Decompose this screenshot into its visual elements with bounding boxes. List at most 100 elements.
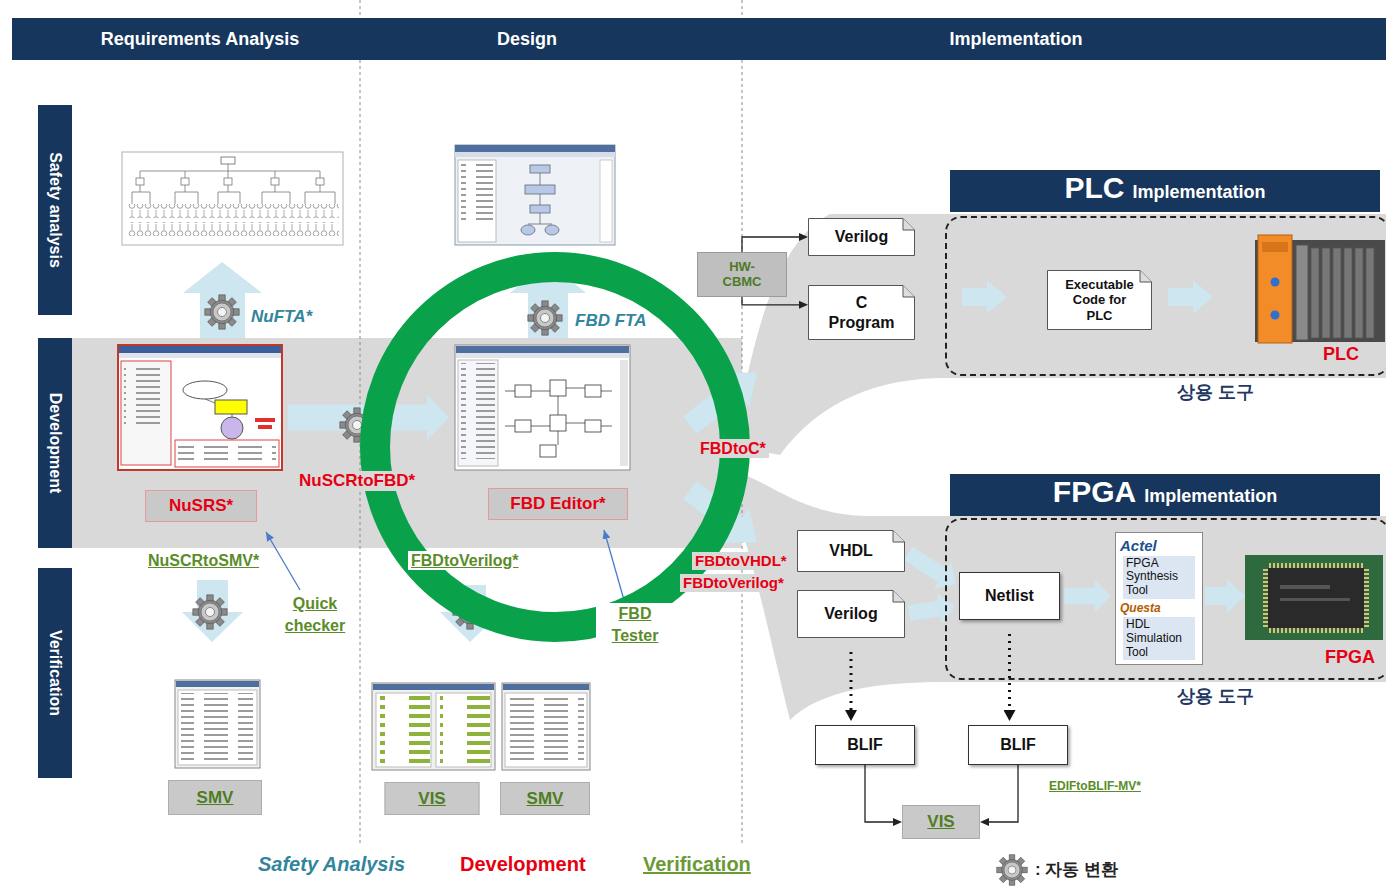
block-arrow <box>908 553 942 575</box>
implementation-header: PLC Implementation <box>950 170 1380 212</box>
document-body <box>809 219 915 256</box>
checker-box: HW-CBMC <box>697 252 787 297</box>
tool-label: Quick checker <box>274 593 356 638</box>
artifact-name: BLIF <box>1000 736 1036 754</box>
flow-arrow <box>742 237 799 252</box>
document-shape: VHDL <box>797 530 905 572</box>
implementation-title: Implementation <box>1132 182 1265 203</box>
gear-icon-shape <box>997 855 1027 885</box>
implementation-title: FPGA <box>1053 475 1136 509</box>
tool-label: NuSCRtoFBD* <box>296 471 418 491</box>
tool-label: FBDtoVHDL* <box>692 552 790 570</box>
dotted-arrow <box>850 652 853 710</box>
implementation-header: FPGA Implementation <box>950 474 1380 516</box>
verifier-box: VIS <box>902 805 980 839</box>
fpga-chip-photo <box>1245 555 1383 640</box>
process-box: BLIF <box>968 725 1068 765</box>
highlight-ring <box>375 267 735 627</box>
region-caption: 상용 도구 <box>1177 684 1254 708</box>
tool-label: PLC <box>1320 344 1362 366</box>
block-arrow <box>909 609 939 614</box>
legend-entry: Development <box>460 853 586 876</box>
document-fold <box>903 286 915 298</box>
phase-title: Requirements Analysis <box>101 29 299 50</box>
tool-label: FBDtoVerilog* <box>408 551 522 570</box>
phase-title: Design <box>497 29 557 50</box>
process-box: Netlist <box>959 572 1060 620</box>
row-title: Verification <box>46 630 64 716</box>
plc-hardware-photo <box>1255 235 1385 343</box>
artifact-name: Verilog <box>824 604 877 623</box>
tool-name: Actel <box>1120 537 1157 554</box>
flow-arrow <box>742 297 799 305</box>
tool-name: SMV <box>500 782 590 815</box>
block-arrow <box>1064 588 1095 604</box>
smv-screenshot <box>175 680 260 768</box>
artifact-name: Netlist <box>985 587 1034 605</box>
gear-icon <box>996 854 1028 886</box>
tool-label: FBD Tester <box>596 603 674 648</box>
artifact-name: BLIF <box>847 736 883 754</box>
tool-label: NuFTA* <box>248 307 315 327</box>
tool-label: FBDtoVerilog* <box>680 574 787 592</box>
document-fold <box>1140 271 1152 283</box>
lifecycle-row-tab: Safety analysis <box>38 105 72 315</box>
tool-name: VIS <box>385 782 480 815</box>
document-fold <box>893 591 905 603</box>
flow-arrow <box>989 765 1018 822</box>
phase-title: Implementation <box>949 29 1082 50</box>
commercial-tool-region: Executable Code for PLC상용 도구 <box>945 216 1386 376</box>
tool-label: EDIFtoBLIF-MV* <box>1046 779 1144 793</box>
implementation-title: Implementation <box>1144 486 1277 507</box>
lifecycle-row-tab: Development <box>38 338 72 548</box>
tool-name: FBD Editor* <box>488 488 628 520</box>
document-body <box>1048 271 1152 330</box>
legend-entry: : 자동 변환 <box>1035 858 1118 881</box>
fault-tree-screenshot <box>122 152 343 245</box>
region-caption: 상용 도구 <box>1177 380 1254 404</box>
document-fold <box>893 531 905 543</box>
tool-panel: VIS <box>372 683 495 815</box>
nusrs-screenshot <box>118 345 282 470</box>
row-title: Safety analysis <box>46 152 64 268</box>
tool-panel: NuSRS* <box>118 345 282 522</box>
tool-name: Questa <box>1120 601 1161 615</box>
document-body <box>809 286 915 340</box>
vis-screenshot <box>372 683 495 770</box>
transform-arrow <box>182 262 1245 642</box>
fbd-fta-screenshot <box>455 145 615 245</box>
document-shape: Executable Code for PLC <box>1047 270 1152 330</box>
document-shape: Verilog <box>808 218 915 256</box>
tool-name: SMV <box>168 780 262 815</box>
document-body <box>798 591 905 638</box>
document-shape: Verilog <box>797 590 905 638</box>
document-shape: C Program <box>808 285 915 340</box>
smv-screenshot <box>502 683 590 770</box>
tool-label: NuSCRtoSMV* <box>145 551 262 570</box>
tool-label: FPGA <box>1322 647 1378 669</box>
document-fold <box>903 219 915 231</box>
implementation-title: PLC <box>1064 171 1124 205</box>
process-box: BLIF <box>815 725 915 765</box>
commercial-tool-region: NetlistActelFPGA Synthesis ToolQuestaHDL… <box>945 518 1386 680</box>
fpga-flow-ground <box>730 470 1386 720</box>
tool-stack-box: ActelFPGA Synthesis ToolQuestaHDL Simula… <box>1115 532 1203 666</box>
flow-arrow <box>865 765 893 822</box>
artifact-name: Verilog <box>835 227 888 246</box>
plc-flow-ground <box>730 214 1386 455</box>
tool-panel: FBD Editor* <box>455 345 630 522</box>
tool-name: FPGA Synthesis Tool <box>1123 556 1195 599</box>
artifact-name: Executable Code for PLC <box>1062 277 1138 324</box>
tool-name: HW-CBMC <box>719 260 765 290</box>
fbd-editor-screenshot <box>455 345 630 470</box>
artifact-name: VHDL <box>829 541 873 560</box>
tool-name: VIS <box>927 812 954 832</box>
document-body <box>798 531 905 572</box>
phase-header-band: Requirements Analysis Design Implementatio… <box>12 18 1386 60</box>
tool-panel: SMV <box>168 680 262 815</box>
tool-name: NuSRS* <box>145 490 257 522</box>
